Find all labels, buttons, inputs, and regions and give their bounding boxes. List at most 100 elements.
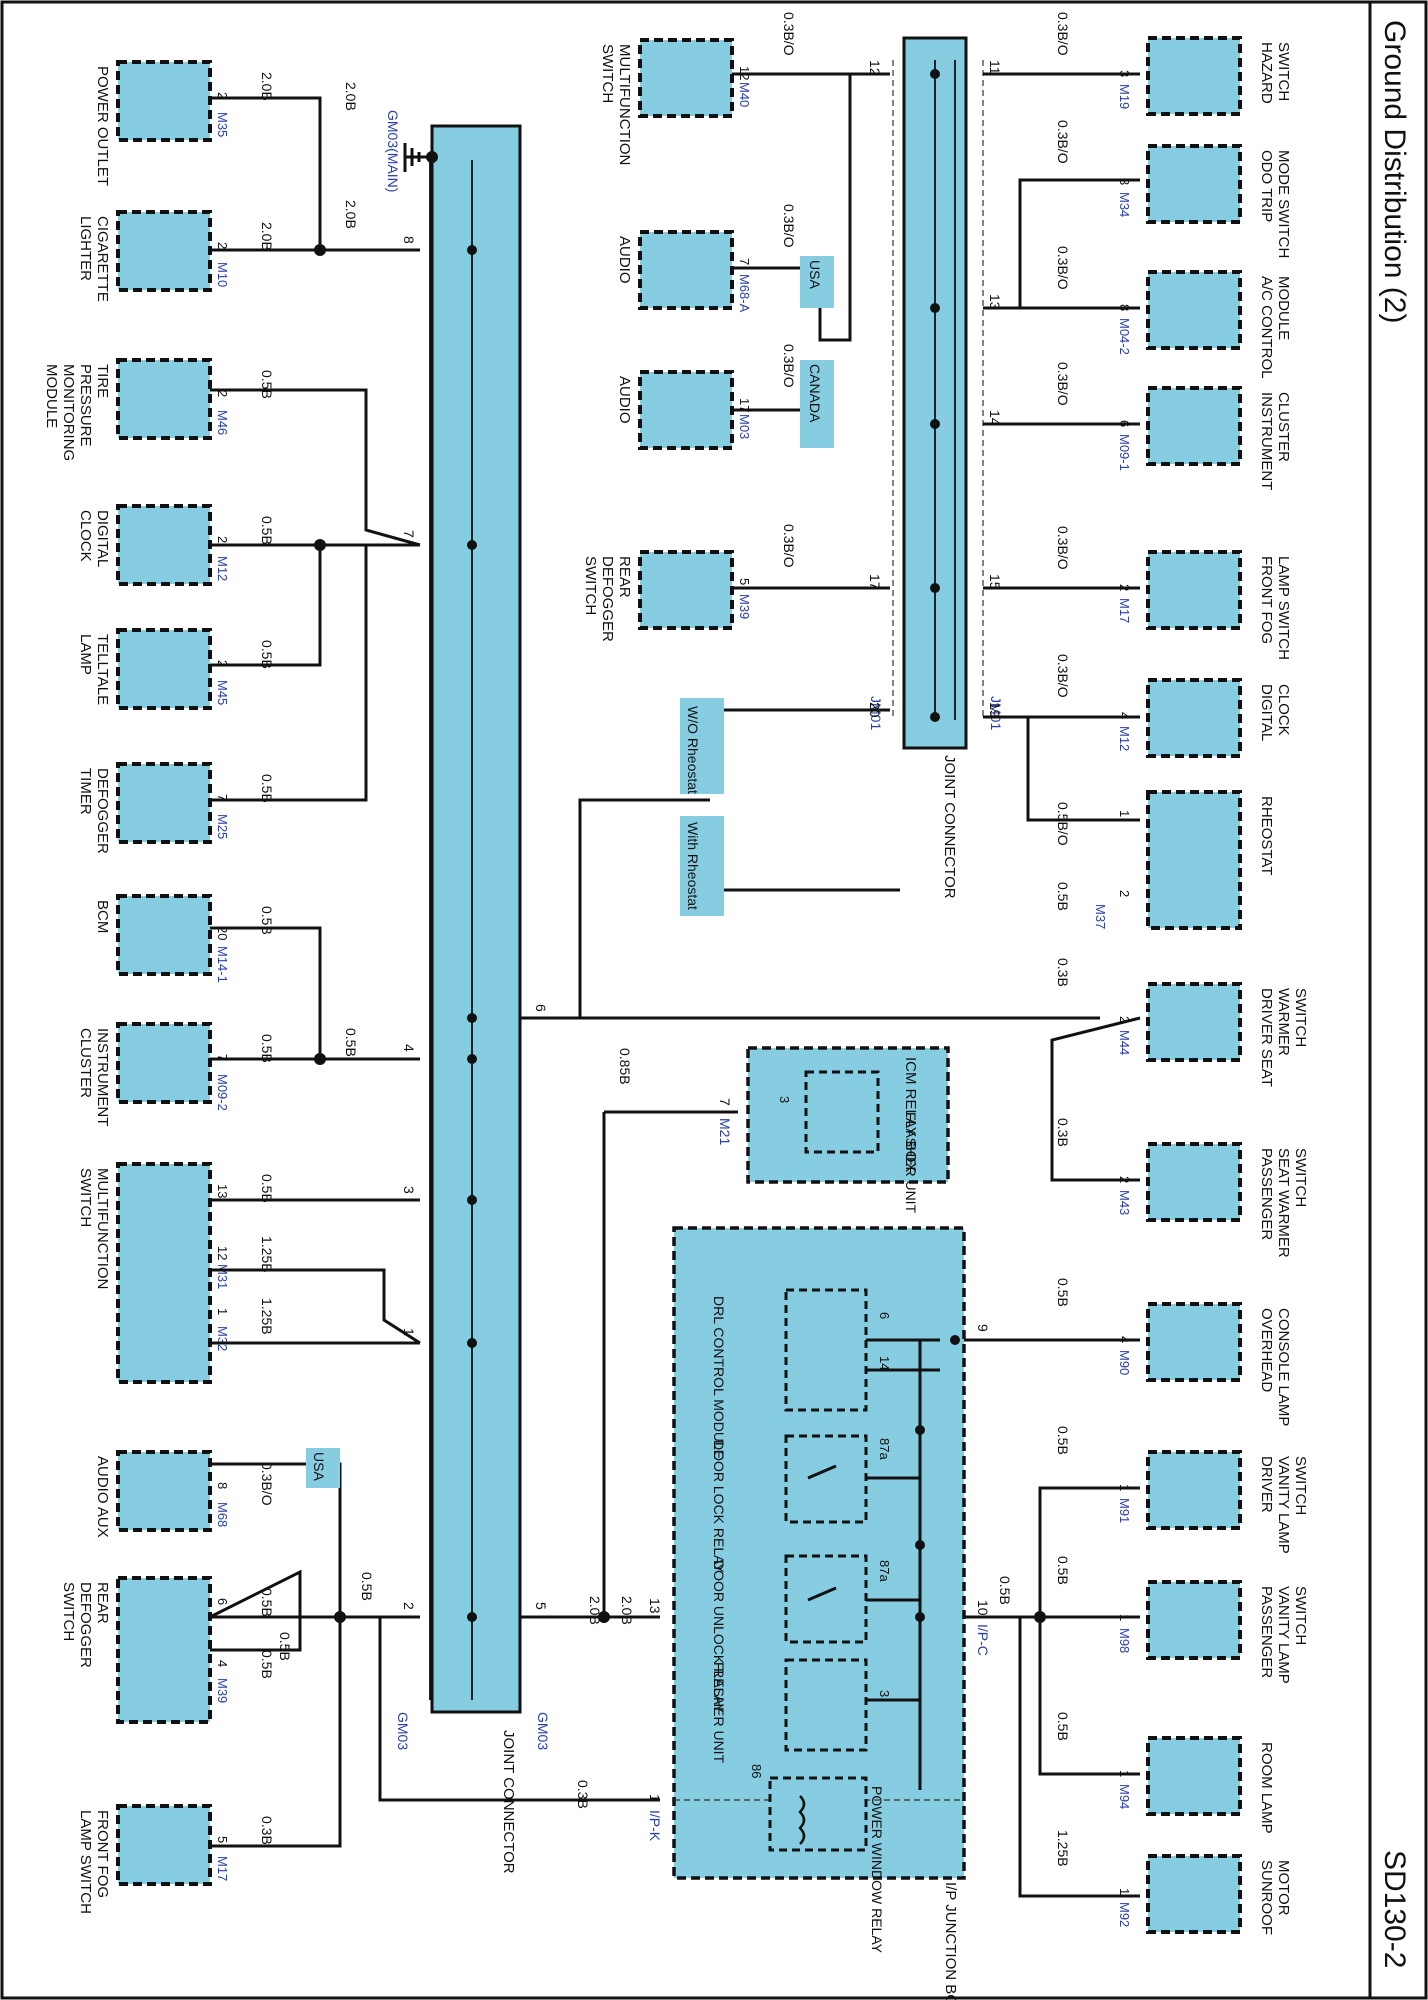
mid-component-conn-1: M40 [737,82,752,107]
right-component-name-8: WARMER [1275,988,1292,1056]
left-jc-pin-right-1: 6 [533,1004,549,1012]
right-component-box-11 [1146,1450,1242,1530]
left-component-conn-12: M17 [215,1856,230,1881]
left-jc-pin-left-6: 2 [401,1602,417,1610]
left-jc-pin-left-1: 8 [401,236,417,244]
right-component-name-4: CLUSTER [1275,392,1292,462]
wire-label-ip13: 2.0B [619,1596,635,1625]
mid-component-box-1 [638,38,734,118]
right-component-name-12: PASSENGER [1258,1586,1275,1678]
right-component-pin-2: 3 [1117,178,1132,185]
left-component-pin-7: 20 [215,926,230,940]
mid-component-pin-2: 7 [737,258,752,265]
left-component-name-2: LIGHTER [77,216,94,281]
left-component-wire-5: 0.5B [259,640,275,669]
left-component-box-2 [116,210,212,292]
wire-label-0-5b-a: 0.5B [343,1028,359,1057]
left-component-wire-4: 0.5B [259,516,275,545]
left-component-pin-2: 2 [215,242,230,249]
left-component-conn-11-1: M39 [215,1678,230,1703]
left-component-name-4: DIGITAL [94,510,111,567]
left-component-name-11: SWITCH [60,1582,77,1641]
right-component-name-10: OVERHEAD [1258,1308,1275,1392]
icm-relay-box [746,1046,950,1184]
left-component-box-9 [116,1162,212,1384]
right-component-box-8 [1146,982,1242,1062]
left-component-box-3 [116,358,212,440]
door-lock-relay-switch [807,1464,920,1480]
mid-component-name-2: AUDIO [616,236,633,284]
ip-flasher-pin: 3 [877,1690,892,1697]
right-component-box-7 [1146,790,1242,930]
right-component-wire-9: 0.3B [1055,1118,1071,1147]
left-component-box-1 [116,60,212,142]
left-component-name-6: DEFOGGER [94,768,111,854]
left-component-name-3: TIRE [94,364,111,398]
right-component-conn-3: M04-2 [1117,318,1132,355]
mid-component-box-2 [638,230,734,310]
ground-icon [403,143,438,172]
mid-component-name-4: SWITCH [582,556,599,615]
left-component-wire-1: 2.0B [259,72,275,101]
pin-ip9: 9 [975,1324,991,1332]
pin-ip1: 1 [647,1794,663,1802]
right-component-name-8: DRIVER SEAT [1258,988,1275,1087]
right-component-name-10: CONSOLE LAMP [1275,1308,1292,1426]
pin-ip10: 10 [975,1600,991,1616]
door-lock-relay-box [784,1434,868,1524]
right-component-wire-11: 0.5B [1055,1426,1071,1455]
mid-component-wire-2: 0.3B/O [781,204,797,248]
right-component-name-1: SWITCH [1275,42,1292,101]
left-jc-pin-left-5: 1 [401,1328,417,1336]
right-component-box-5 [1146,550,1242,630]
left-component-name-2: CIGARETTE [94,216,111,302]
drl-pin-14: 14 [877,1356,892,1370]
left-component-name-12: FRONT FOG [94,1810,111,1898]
right-component-name-3: MODULE [1275,276,1292,340]
right-component-pin-7-2: 2 [1117,890,1132,897]
left-component-name-7: BCM [94,900,111,933]
left-component-pin-9-3: 1 [215,1308,230,1315]
right-component-name-5: FRONT FOG [1258,556,1275,644]
right-jc-pin-left-2: 17 [867,574,883,590]
conn-ipc: I/P-C [975,1624,991,1656]
mid-component-name-1: SWITCH [599,44,616,103]
ip-flasher-unit-box [784,1658,868,1752]
right-component-wire-7-2: 0.5B [1055,882,1071,911]
left-component-name-1: POWER OUTLET [94,66,111,186]
mid-component-conn-4: M39 [737,594,752,619]
mid-component-conn-2: M68-A [737,274,752,313]
door-unlock-relay-label: DOOR UNLOCK RELAY [711,1560,727,1714]
right-jc-pin-right-1: 11 [987,60,1003,75]
icm-flasher-pin: 3 [777,1096,792,1103]
wire-label-0-5b-gm: 0.5B [359,1572,375,1601]
right-component-box-13 [1146,1736,1242,1816]
door-unlock-pin: 87a [877,1560,892,1582]
right-component-wire-4: 0.3B/O [1055,362,1071,406]
right-jc-pin-right-2: 13 [987,294,1003,310]
power-window-relay-pin: 86 [749,1764,764,1778]
note-wo-rheostat-bg [680,698,724,794]
mid-component-box-4 [638,550,734,630]
drl-control-module-label: DRL CONTROL MODULE [711,1296,727,1459]
mid-component-conn-3: M03 [737,414,752,439]
mid-component-wire-4: 0.3B/O [781,524,797,568]
left-component-name-4: CLOCK [77,510,94,562]
left-jc-pin-left-4: 3 [401,1186,417,1194]
right-component-name-9: PASSENGER [1258,1148,1275,1240]
right-component-wire-14: 1.25B [1055,1830,1071,1867]
left-component-wire-9-1: 0.5B [259,1174,275,1203]
right-component-name-11: SWITCH [1292,1456,1309,1515]
left-joint-connector [430,124,522,1714]
left-component-conn-3: M46 [215,410,230,435]
right-component-box-4 [1146,386,1242,466]
wire-paths [209,69,1141,1898]
power-window-relay-label: POWER WINDOW RELAY [869,1786,885,1954]
left-component-wire-2: 2.0B [259,222,275,251]
right-component-conn-7: M37 [1093,904,1108,929]
conn-icm: M21 [717,1118,733,1145]
left-component-conn-7: M14-1 [215,946,230,983]
drl-pin-6: 6 [877,1312,892,1319]
right-component-name-6: DIGITAL [1258,684,1275,741]
